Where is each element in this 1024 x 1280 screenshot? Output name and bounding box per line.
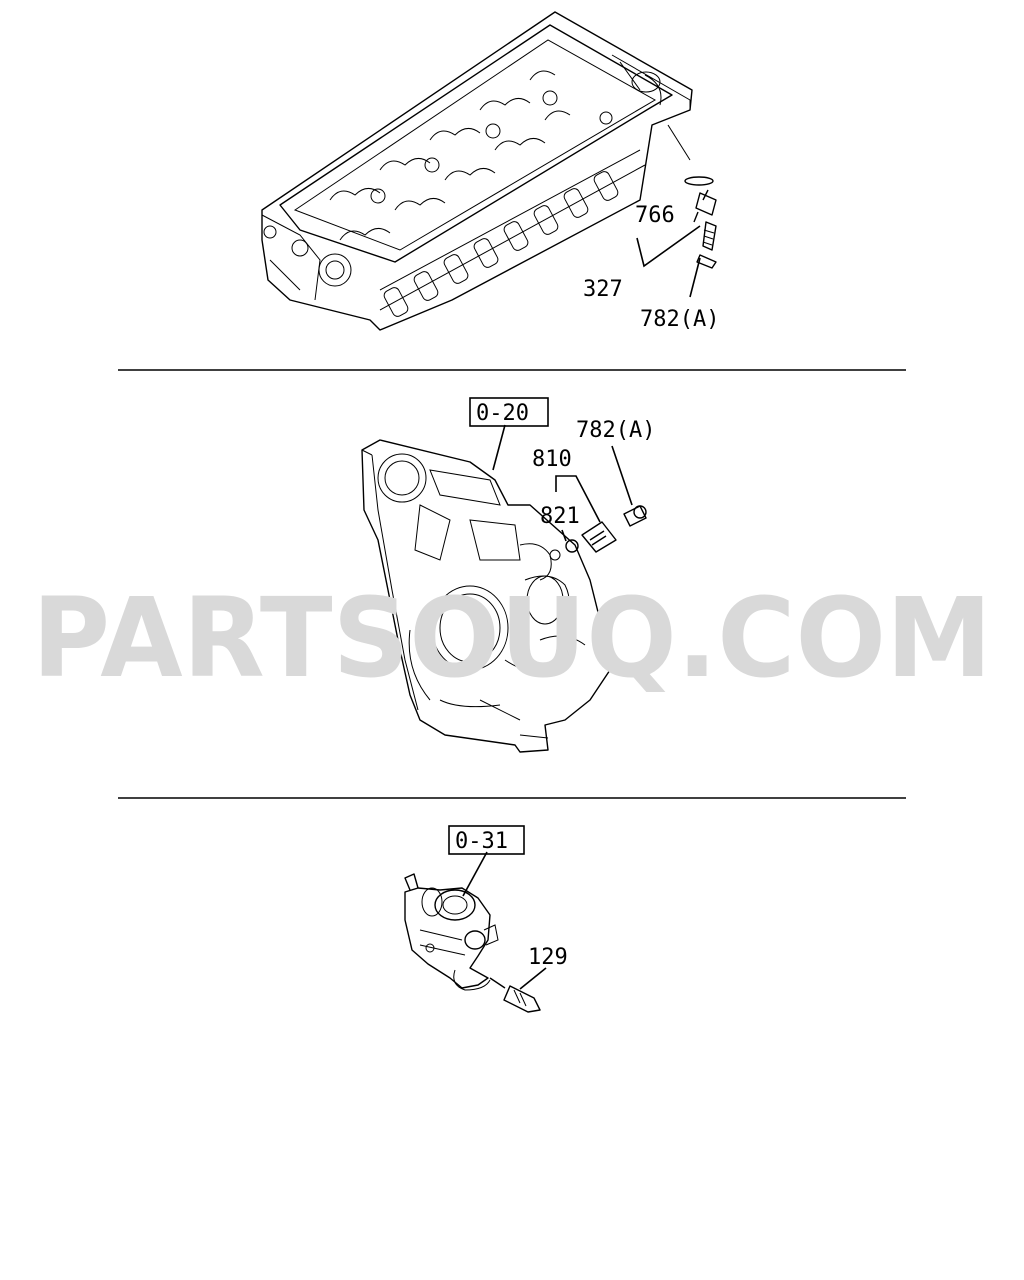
- cylinder-head-drawing: [261, 11, 693, 331]
- leaders-section-3: [462, 851, 547, 990]
- ref-label-0-31[interactable]: 0-31: [455, 829, 508, 854]
- ref-box-0-31[interactable]: [448, 825, 525, 855]
- thermostat-housing-drawing: [404, 873, 499, 991]
- callout-129[interactable]: 129: [528, 945, 568, 970]
- sensor-766-drawing: [684, 176, 717, 269]
- callout-821[interactable]: 821: [540, 504, 580, 529]
- callout-782a-section-1[interactable]: 782(A): [640, 307, 719, 332]
- callout-766[interactable]: 766: [635, 203, 675, 228]
- leaders-section-1: [636, 225, 701, 298]
- leaders-section-2: [492, 424, 633, 542]
- ref-box-0-20[interactable]: [469, 397, 549, 427]
- sensor-810-drawing: [565, 505, 647, 553]
- callout-810[interactable]: 810: [532, 447, 572, 472]
- timing-case-drawing: [361, 439, 611, 753]
- watermark-text: PARTSOUQ.COM: [32, 574, 992, 702]
- ref-label-0-20[interactable]: 0-20: [476, 401, 529, 426]
- callout-327[interactable]: 327: [583, 277, 623, 302]
- sensor-129-drawing: [489, 977, 541, 1013]
- callout-782a-section-2[interactable]: 782(A): [576, 418, 655, 443]
